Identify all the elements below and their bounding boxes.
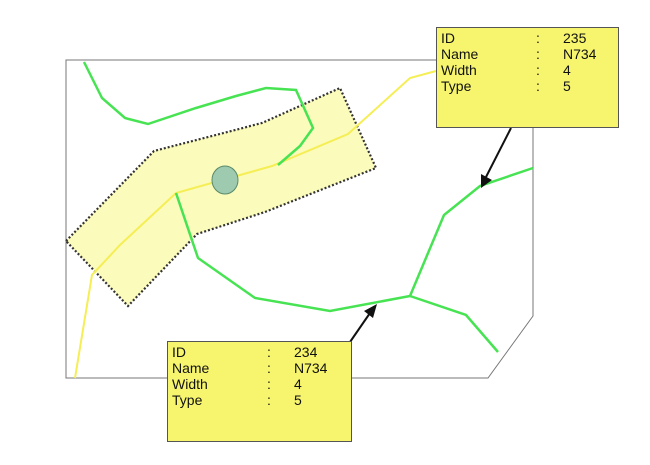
field-value: 4 bbox=[294, 376, 302, 392]
field-sep: : bbox=[267, 392, 271, 408]
field-sep: : bbox=[536, 30, 540, 46]
field-row-name: Name : N734 bbox=[441, 46, 614, 62]
field-sep: : bbox=[267, 360, 271, 376]
field-key: Name bbox=[172, 360, 210, 376]
field-row-type: Type : 5 bbox=[441, 78, 614, 94]
field-key: ID bbox=[441, 30, 455, 46]
field-sep: : bbox=[267, 344, 271, 360]
stream-main bbox=[174, 166, 534, 313]
attribute-callout-bottom: ID : 234 Name : N734 Width : 4 Type : 5 bbox=[167, 341, 352, 442]
field-row-id: ID : 235 bbox=[441, 30, 614, 46]
field-row-width: Width : 4 bbox=[441, 62, 614, 78]
field-value: 234 bbox=[294, 344, 318, 360]
stream-branch bbox=[409, 294, 499, 353]
field-row-name: Name : N734 bbox=[172, 360, 347, 376]
attribute-callout-top: ID : 235 Name : N734 Width : 4 Type : 5 bbox=[436, 27, 619, 128]
field-row-id: ID : 234 bbox=[172, 344, 347, 360]
field-sep: : bbox=[536, 46, 540, 62]
field-key: Type bbox=[172, 392, 203, 408]
field-value: 235 bbox=[563, 30, 587, 46]
field-key: Type bbox=[441, 78, 472, 94]
field-key: Width bbox=[172, 376, 208, 392]
field-key: Name bbox=[441, 46, 479, 62]
field-row-type: Type : 5 bbox=[172, 392, 347, 408]
field-value: N734 bbox=[563, 46, 597, 62]
field-value: 5 bbox=[563, 78, 571, 94]
field-value: 4 bbox=[563, 62, 571, 78]
stream-upper bbox=[82, 61, 315, 166]
field-row-width: Width : 4 bbox=[172, 376, 347, 392]
field-sep: : bbox=[536, 78, 540, 94]
field-sep: : bbox=[267, 376, 271, 392]
arrow-top bbox=[481, 127, 512, 188]
arrow-bottom bbox=[349, 304, 377, 343]
field-key: Width bbox=[441, 62, 477, 78]
buffer-zone bbox=[64, 86, 378, 308]
field-value: 5 bbox=[294, 392, 302, 408]
field-sep: : bbox=[536, 62, 540, 78]
point-feature bbox=[211, 165, 239, 195]
field-value: N734 bbox=[294, 360, 328, 376]
field-key: ID bbox=[172, 344, 186, 360]
